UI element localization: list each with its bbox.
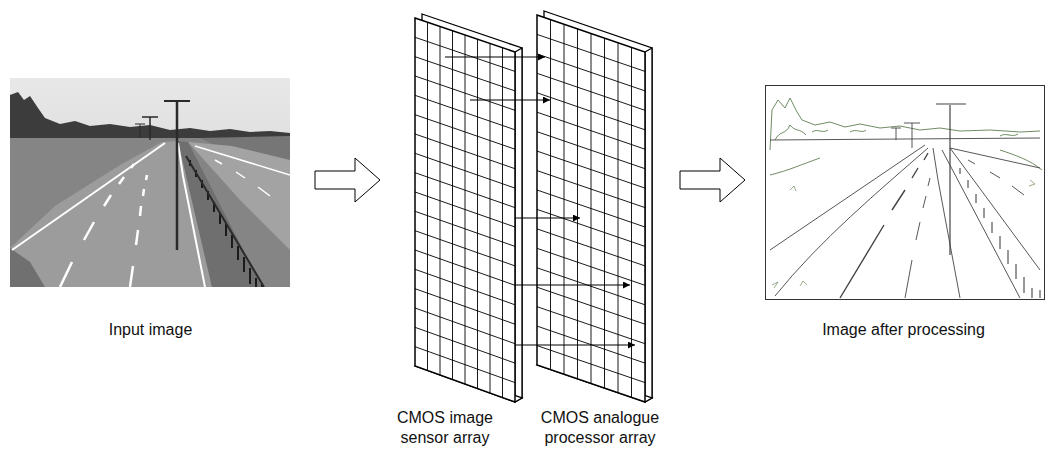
grid-lines — [537, 20, 645, 398]
stage-caption: Image after processing — [822, 320, 985, 340]
pipeline-stage: CMOS image sensor array — [375, 15, 515, 452]
stage-caption: CMOS analogue processor array — [525, 408, 675, 448]
flow-arrow — [315, 158, 380, 202]
edge-processed-image — [766, 86, 1045, 300]
signal-arrow — [515, 344, 635, 345]
pipeline-stage: CMOS analogue processor array — [520, 12, 680, 452]
pipeline-stage: Input image — [8, 76, 293, 344]
signal-arrow — [515, 284, 630, 285]
panel-edge — [515, 48, 522, 402]
signal-arrow — [470, 99, 550, 100]
signal-arrow — [445, 56, 545, 57]
stage-caption: Input image — [109, 320, 193, 340]
hollow-arrow — [315, 158, 380, 202]
cmos-array-panels — [415, 11, 652, 402]
hollow-arrow — [680, 158, 745, 202]
panel-face — [415, 18, 515, 402]
panel-face — [537, 15, 645, 402]
flow-arrow — [680, 158, 745, 202]
highway-photo — [10, 78, 290, 287]
pipeline-stage: Image after processing — [762, 83, 1045, 344]
grid-lines — [415, 22, 515, 397]
panel-edge — [645, 48, 652, 402]
stage-caption: CMOS image sensor array — [380, 408, 510, 448]
signal-arrows — [445, 57, 635, 345]
signal-arrow — [515, 217, 580, 218]
